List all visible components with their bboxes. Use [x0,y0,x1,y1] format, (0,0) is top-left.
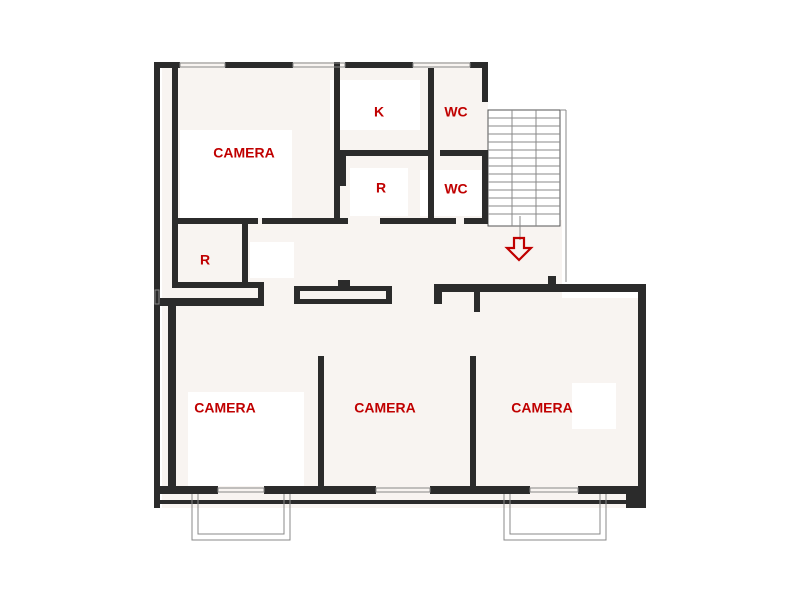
entrance-arrow-icon [504,236,534,262]
room-label-storage-left: R [200,252,210,268]
room-label-camera-bottom-right: CAMERA [511,400,572,416]
walls [154,62,646,508]
room-label-wc-middle: WC [444,181,467,197]
room-label-storage-middle: R [376,180,386,196]
room-label-wc-top: WC [444,104,467,120]
windows [154,62,579,493]
room-label-kitchen: K [374,104,384,120]
balconies [191,494,607,541]
label-backgrounds [180,80,616,486]
room-label-camera-bottom-middle: CAMERA [354,400,415,416]
room-label-camera-top-left: CAMERA [213,145,274,161]
room-label-camera-bottom-left: CAMERA [194,400,255,416]
staircase [487,109,567,282]
